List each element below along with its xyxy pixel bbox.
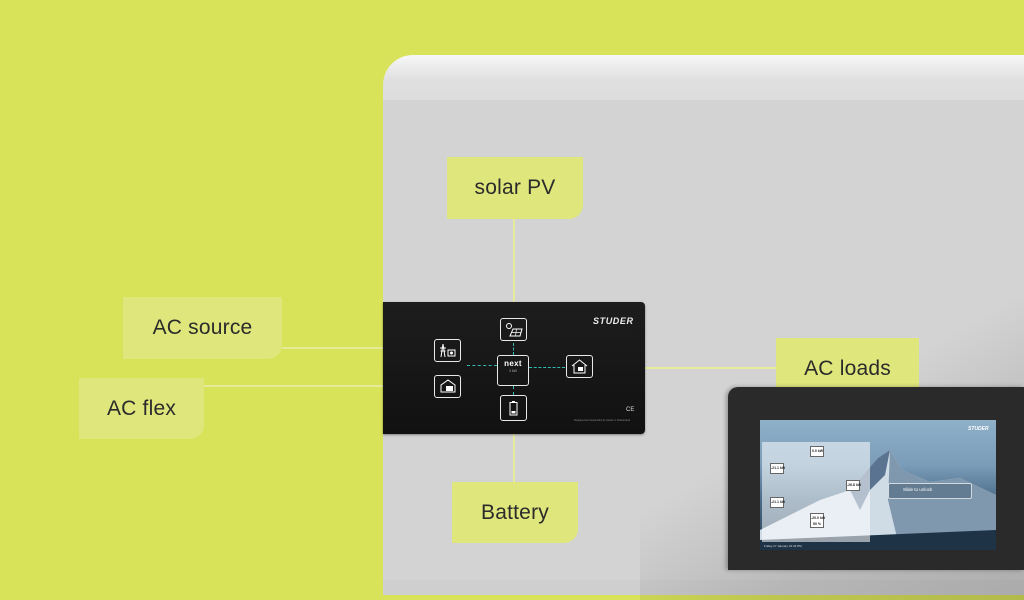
battery-connector (513, 426, 515, 484)
flow-line-bottom (513, 386, 514, 395)
battery-label: Battery (452, 482, 578, 543)
flex-icon[interactable] (434, 375, 461, 398)
display-source-value: -21.1 kW (771, 466, 786, 470)
battery-icon[interactable] (500, 395, 527, 421)
solar-pv-label: solar PV (447, 157, 583, 219)
inverter-sub: 3 kW (509, 369, 517, 373)
display-solar-icon (810, 446, 824, 457)
flow-line-right (529, 367, 565, 368)
slide-to-unlock[interactable]: Slide to unlock (888, 483, 972, 499)
solar-connector (513, 219, 515, 307)
display-flex-icon (770, 497, 784, 508)
display-footer: Friday 17 January 01:44 PM (764, 544, 802, 548)
touch-screen-display[interactable]: 0.0 kW -21.1 kW -21.1 kW -26.8 kW -20.0 … (760, 420, 996, 550)
fine-print: Designed and assembled by Studer in Swit… (574, 419, 630, 422)
display-battery-icon (810, 513, 824, 528)
display-source-icon (770, 463, 784, 474)
display-battery-power: -20.0 kW (811, 516, 826, 520)
display-loads-icon (846, 480, 860, 491)
ac-loads-connector (606, 367, 776, 369)
ac-source-connector (282, 347, 432, 349)
inverter-label: next (504, 359, 522, 368)
display-brand-logo: STUDER (968, 426, 989, 432)
display-flex-value: -21.1 kW (771, 500, 786, 504)
ac-source-label: AC source (123, 297, 282, 359)
display-solar-value: 0.0 kW (812, 449, 824, 453)
ce-mark: CE (626, 407, 635, 413)
ac-flex-connector (204, 385, 432, 387)
flow-line-left (467, 365, 497, 366)
brand-logo: STUDER (593, 316, 634, 326)
unlock-text: Slide to unlock (903, 487, 933, 492)
flow-line-top (513, 343, 514, 355)
inverter-core[interactable]: next 3 kW (497, 355, 529, 386)
grid-icon[interactable] (434, 339, 461, 362)
ac-flex-label: AC flex (79, 378, 204, 439)
solar-panel-icon[interactable] (500, 318, 527, 341)
display-loads-value: -26.8 kW (847, 483, 862, 487)
display-battery-soc: 50 % (813, 522, 821, 526)
house-icon[interactable] (566, 355, 593, 378)
